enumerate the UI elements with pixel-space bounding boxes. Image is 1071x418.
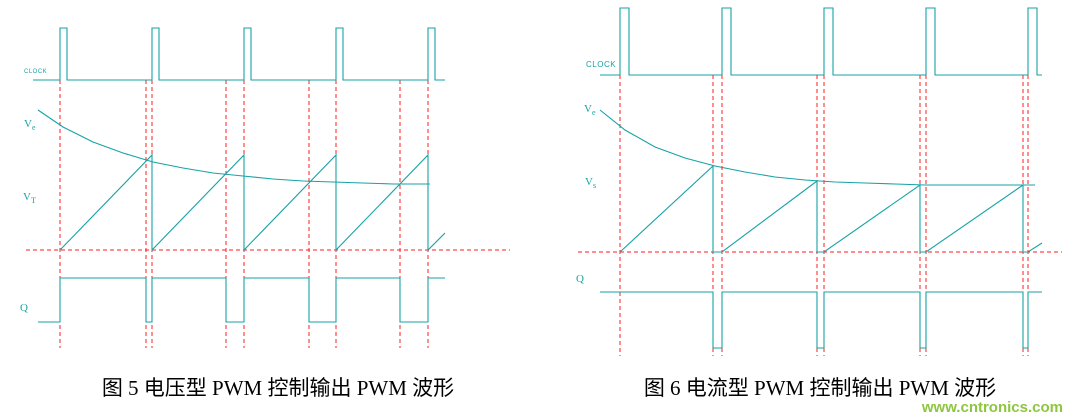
ve-label-sub: e (31, 123, 36, 133)
plot-current-mode: CLOCK Ve Vs Q (570, 0, 1070, 360)
vs-label-sub: s (592, 181, 597, 191)
q-output-label: Q (576, 273, 584, 285)
figure-6-current-mode: CLOCK Ve Vs Q 图 6 电流型 PWM 控制输出 PWM 波形 (570, 0, 1070, 402)
error-voltage-label: Ve (24, 119, 36, 132)
sense-voltage-label: Vs (585, 177, 596, 190)
vt-label-sub: T (30, 196, 36, 206)
clock-label: CLOCK (24, 69, 48, 75)
current-mode-waveform-svg (578, 7, 1062, 356)
clock-waveform (600, 7, 1042, 76)
q-output-label: Q (20, 302, 28, 314)
figure-5-voltage-mode: CLOCK Ve VT Q 图 5 电压型 PWM 控制输出 PWM 波形 (18, 0, 538, 402)
ramp-voltage-label: VT (23, 192, 36, 205)
pwm-output-waveform (38, 277, 445, 323)
vt-label-base: V (23, 191, 31, 203)
watermark-text: www.cntronics.com (921, 399, 1063, 416)
pwm-output-waveform (600, 291, 1042, 349)
figure-6-caption: 图 6 电流型 PWM 控制输出 PWM 波形 (643, 376, 997, 400)
plot-voltage-mode: CLOCK Ve VT Q (18, 0, 538, 360)
error-voltage-curve (37, 109, 430, 185)
sawtooth-ramp-waveform (59, 153, 446, 252)
error-voltage-label: Ve (584, 104, 596, 117)
clock-waveform (33, 27, 445, 81)
ve-label-base: V (584, 103, 592, 115)
vs-label-base: V (585, 176, 593, 188)
error-voltage-curve (599, 109, 1035, 186)
figure-5-caption: 图 5 电压型 PWM 控制输出 PWM 波形 (101, 376, 455, 400)
voltage-mode-waveform-svg (26, 27, 510, 348)
ve-label-base: V (24, 118, 32, 130)
clock-label: CLOCK (586, 60, 617, 69)
ve-label-sub: e (591, 108, 596, 118)
sense-ramp-waveform (619, 164, 1043, 253)
